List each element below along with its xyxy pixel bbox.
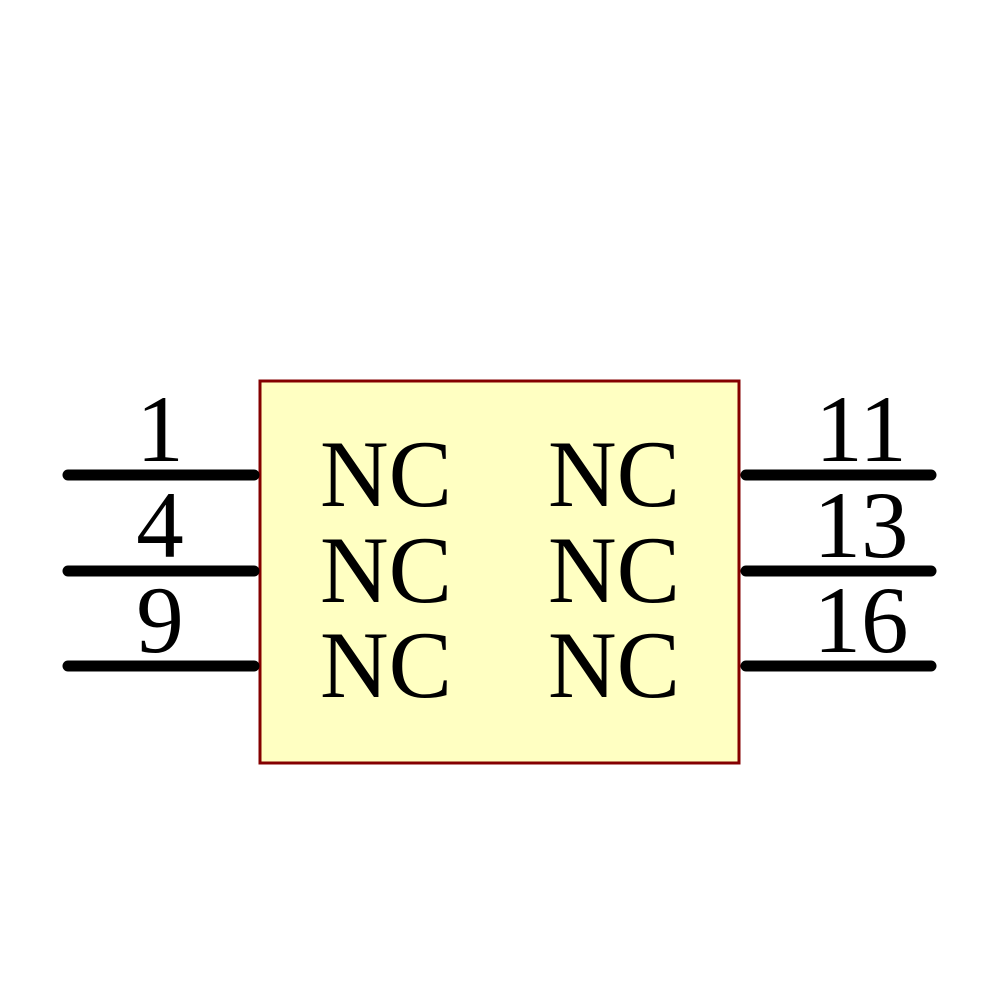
pin-name-label: NC — [548, 517, 680, 623]
pin-name-label: NC — [548, 421, 680, 527]
pin-11: 11 NC — [548, 376, 937, 527]
pin-9: 9 NC — [62, 567, 452, 718]
pin-4: 4 NC — [62, 472, 452, 623]
pin-number: 13 — [814, 472, 909, 578]
pin-name-label: NC — [320, 612, 452, 718]
pin-name-label: NC — [320, 517, 452, 623]
pin-16: 16 NC — [548, 567, 937, 718]
pin-1: 1 NC — [62, 376, 452, 527]
pin-number: 9 — [136, 567, 184, 673]
pin-number: 11 — [815, 376, 906, 482]
pin-13: 13 NC — [548, 472, 937, 623]
pin-number: 1 — [136, 376, 184, 482]
pin-name-label: NC — [548, 612, 680, 718]
pin-number: 16 — [814, 567, 909, 673]
pin-number: 4 — [136, 472, 184, 578]
component-body — [258, 379, 741, 765]
pin-name-label: NC — [320, 421, 452, 527]
